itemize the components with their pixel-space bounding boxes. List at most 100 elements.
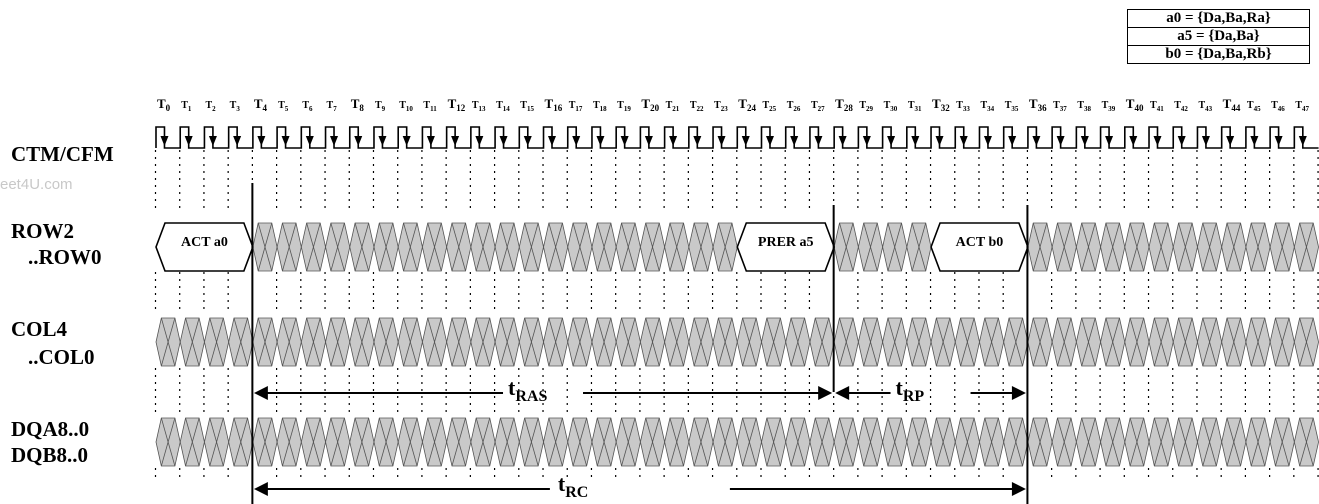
col-hatch-cross <box>209 317 224 367</box>
dq-hatch-cross <box>814 417 830 467</box>
dq-hatch-cross <box>257 417 273 467</box>
tick-label-t25: T25 <box>763 100 777 113</box>
row-hatch-cross <box>1032 222 1048 272</box>
signal-label-dqb: DQB8..0 <box>11 443 89 467</box>
row-hatch-cross <box>451 222 466 272</box>
col-hatch-cross <box>451 317 466 367</box>
tick-label-t39: T39 <box>1102 100 1116 113</box>
col-hatch-cross <box>500 317 515 367</box>
row-packet-label: ACT a0 <box>181 235 228 250</box>
col-hatch-cross <box>645 317 660 367</box>
tick-label-t46: T46 <box>1271 100 1285 113</box>
row-hatch-cross <box>863 222 878 272</box>
clock-falling-edge-arrow <box>378 136 387 146</box>
col-hatch-cross <box>984 317 999 367</box>
tick-label-t7: T7 <box>327 100 338 113</box>
clock-falling-edge-arrow <box>620 136 629 146</box>
dq-hatch-cross <box>572 417 588 467</box>
clock-falling-edge-arrow <box>233 136 242 146</box>
clock-falling-edge-arrow <box>741 136 750 146</box>
tick-label-t23: T23 <box>714 100 728 113</box>
dq-hatch-cross <box>839 417 854 467</box>
row-hatch-cross <box>427 222 442 272</box>
tick-label-t0: T0 <box>157 96 171 113</box>
tick-label-t14: T14 <box>496 100 510 113</box>
dq-hatch-cross <box>233 417 248 467</box>
clock-falling-edge-arrow <box>1274 136 1283 146</box>
dq-hatch-cross <box>354 417 370 467</box>
tick-label-t11: T11 <box>423 100 437 113</box>
row-hatch-cross <box>1202 222 1217 272</box>
tick-label-t5: T5 <box>278 100 289 113</box>
timing-arrowhead <box>818 386 833 400</box>
dq-hatch-cross <box>766 417 781 467</box>
clock-falling-edge-arrow <box>330 136 339 146</box>
row-hatch-cross <box>693 222 709 272</box>
row-hatch-cross <box>718 222 733 272</box>
row-hatch-cross <box>330 222 345 272</box>
dq-hatch-cross <box>451 417 466 467</box>
clock-falling-edge-arrow <box>451 136 460 146</box>
col-hatch-cross <box>330 317 345 367</box>
tick-label-t21: T21 <box>666 100 680 113</box>
col-hatch-cross <box>354 317 370 367</box>
clock-falling-edge-arrow <box>935 136 944 146</box>
col-hatch-cross <box>693 317 709 367</box>
dq-hatch-cross <box>693 417 709 467</box>
dq-hatch-cross <box>185 417 200 467</box>
timing-markers <box>251 183 1029 504</box>
col-hatch-cross <box>935 317 951 367</box>
dq-hatch-cross <box>403 417 418 467</box>
row-hatch-cross <box>257 222 273 272</box>
signal-label-row0: ..ROW0 <box>28 245 102 269</box>
tick-label-t42: T42 <box>1174 100 1188 113</box>
dq-hatch-cross <box>935 417 951 467</box>
signal-label-ctm-cfm: CTM/CFM <box>11 142 114 166</box>
col-hatch-cross <box>1105 317 1120 367</box>
row-hatch-cross <box>1226 222 1241 272</box>
dq-hatch-cross <box>887 417 902 467</box>
col-hatch-cross <box>1299 317 1314 367</box>
col-hatch-cross <box>572 317 588 367</box>
watermark: eet4U.com <box>0 176 73 193</box>
tick-label-t38: T38 <box>1077 100 1091 113</box>
clock-falling-edge-arrow <box>887 136 896 146</box>
dq-hatch-cross <box>1032 417 1048 467</box>
timing-label-rp: tRP <box>896 375 925 405</box>
dq-hatch-cross <box>1202 417 1217 467</box>
dq-hatch-cross <box>306 417 321 467</box>
tick-label-t20: T20 <box>641 96 659 113</box>
clock-falling-edge-arrow <box>475 136 484 146</box>
tick-label-t22: T22 <box>690 100 704 113</box>
legend-entry-a5: a5 = {Da,Ba} <box>1127 27 1310 46</box>
tick-label-t27: T27 <box>811 100 825 113</box>
clock-falling-edge-arrow <box>862 136 871 146</box>
clock-falling-edge-arrow <box>1298 136 1307 146</box>
clock-waveform <box>155 126 1319 149</box>
row-hatch-cross <box>1250 222 1266 272</box>
col-hatch-cross <box>1032 317 1048 367</box>
dq-hatch-cross <box>1057 417 1072 467</box>
tick-label-t9: T9 <box>375 100 386 113</box>
col-hatch-cross <box>378 317 394 367</box>
timing-label-ras: tRAS <box>508 375 547 405</box>
col-hatch-cross <box>427 317 442 367</box>
dq-hatch-cross <box>863 417 878 467</box>
row-hatch-cross <box>1081 222 1096 272</box>
tick-label-t32: T32 <box>932 96 950 113</box>
tick-label-t36: T36 <box>1029 96 1047 113</box>
col-hatch-cross <box>814 317 830 367</box>
clock-falling-edge-arrow <box>1226 136 1235 146</box>
clock-falling-edge-arrow <box>257 136 266 146</box>
row-hatch-cross <box>1129 222 1145 272</box>
clock-falling-edge-arrow <box>1105 136 1114 146</box>
tick-label-t2: T2 <box>205 100 216 113</box>
tick-label-t44: T44 <box>1223 96 1241 113</box>
row-hatch-cross <box>1057 222 1072 272</box>
clock-falling-edge-arrow <box>765 136 774 146</box>
clock-falling-edge-arrow <box>814 136 823 146</box>
row-hatch-cross <box>500 222 515 272</box>
clock-line <box>155 126 1319 149</box>
col-hatch-cross <box>1153 317 1169 367</box>
tick-label-t18: T18 <box>593 100 607 113</box>
